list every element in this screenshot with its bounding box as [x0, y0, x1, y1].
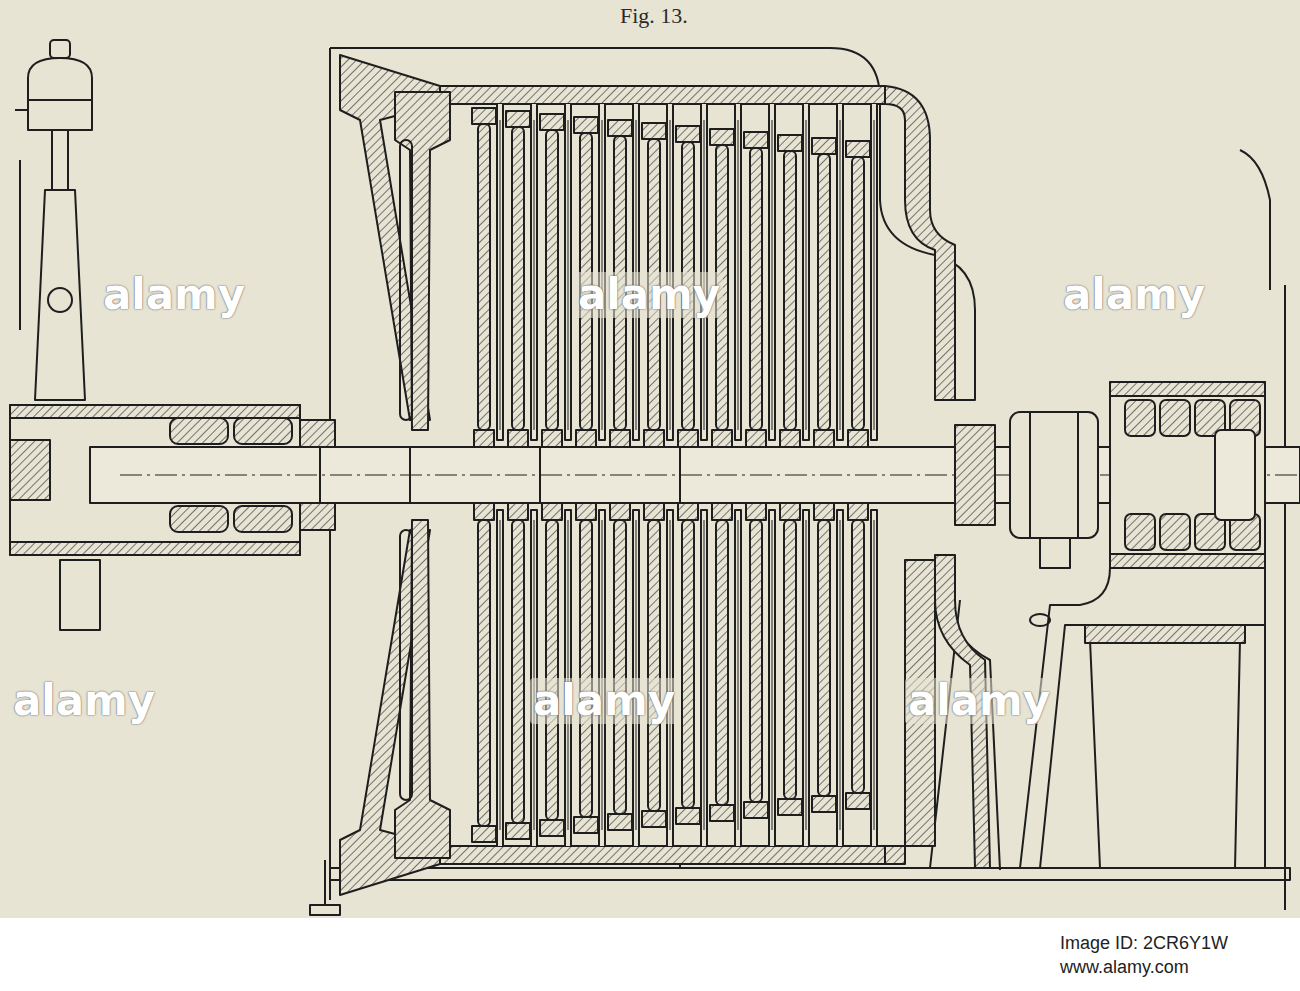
watermark: alamy	[530, 678, 678, 724]
figure-title: Fig. 13.	[620, 4, 688, 28]
watermark: alamy	[575, 272, 723, 318]
watermark: alamy	[905, 678, 1053, 724]
site-address: www.alamy.com	[1060, 958, 1189, 978]
watermark: alamy	[100, 272, 248, 318]
image-id: Image ID: 2CR6Y1W	[1060, 934, 1228, 954]
watermark: alamy	[1060, 272, 1208, 318]
watermark: alamy	[10, 678, 158, 724]
